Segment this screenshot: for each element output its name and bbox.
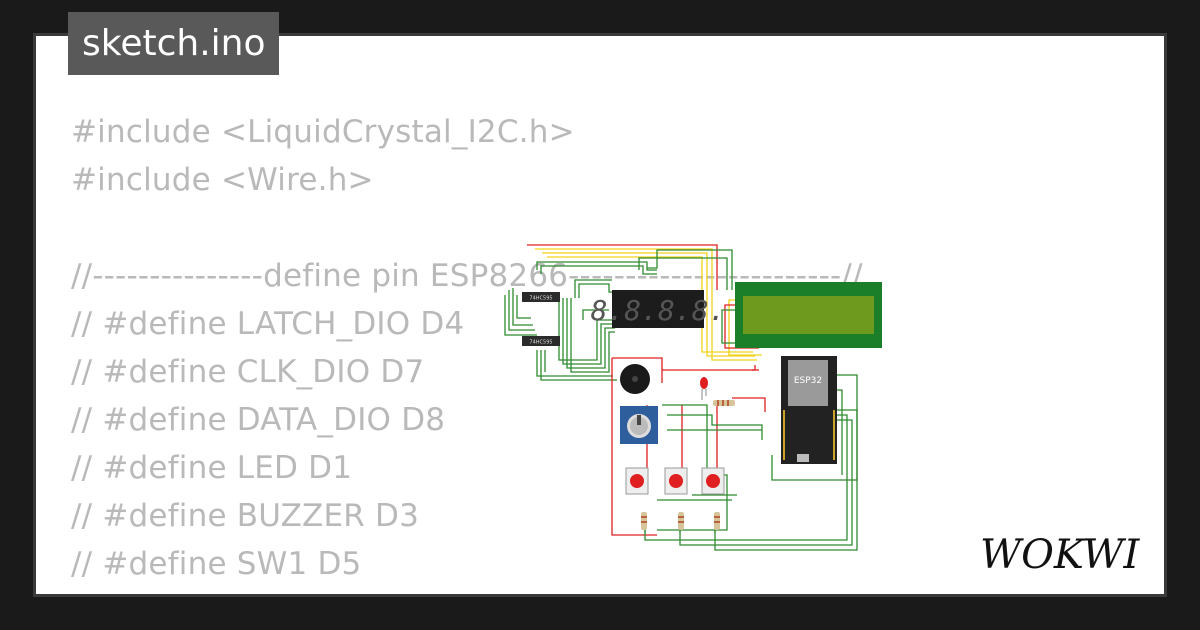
- file-name-tab[interactable]: sketch.ino: [68, 12, 280, 75]
- code-line: // #define SW2 D6: [71, 588, 863, 594]
- push-button: [701, 467, 725, 495]
- code-editor: #include <LiquidCrystal_I2C.h> #include <…: [71, 108, 863, 594]
- wokwi-logo-icon: WOKWI: [980, 532, 1140, 578]
- svg-text:74HC595: 74HC595: [529, 340, 552, 346]
- potentiometer: [620, 406, 658, 444]
- resistor: [678, 512, 684, 530]
- svg-text:74HC595: 74HC595: [529, 296, 552, 302]
- code-line: #include <LiquidCrystal_I2C.h>: [71, 114, 575, 150]
- code-line: #include <Wire.h>: [71, 162, 374, 198]
- led: [700, 377, 708, 400]
- push-button: [625, 467, 649, 495]
- code-line: // #define SW1 D5: [71, 546, 362, 582]
- code-line: // #define LED D1: [71, 450, 353, 486]
- lcd-display: [735, 282, 882, 348]
- resistor: [641, 512, 647, 530]
- code-line: // #define BUZZER D3: [71, 498, 420, 534]
- shift-register-bottom: 74HC595: [522, 336, 560, 346]
- code-line: //---------------define pin ESP8266-----…: [71, 258, 863, 294]
- code-preview-card: #include <LiquidCrystal_I2C.h> #include <…: [33, 33, 1167, 597]
- resistor: [714, 512, 720, 530]
- esp32-board: ESP32: [781, 356, 837, 464]
- shift-register-top: 74HC595: [522, 292, 560, 302]
- code-line: // #define CLK_DIO D7: [71, 354, 425, 390]
- code-line: // #define LATCH_DIO D4: [71, 306, 465, 342]
- svg-text:8.8.8.8.: 8.8.8.8.: [591, 294, 726, 327]
- code-line: // #define DATA_DIO D8: [71, 402, 446, 438]
- push-button: [664, 467, 688, 495]
- resistor: [713, 400, 735, 406]
- svg-text:ESP32: ESP32: [794, 376, 822, 386]
- seven-segment-display: 8.8.8.8.: [591, 290, 726, 328]
- circuit-diagram: 74HC595 74HC595 8.8.8.8.: [504, 244, 882, 551]
- svg-text:WOKWI: WOKWI: [980, 532, 1140, 578]
